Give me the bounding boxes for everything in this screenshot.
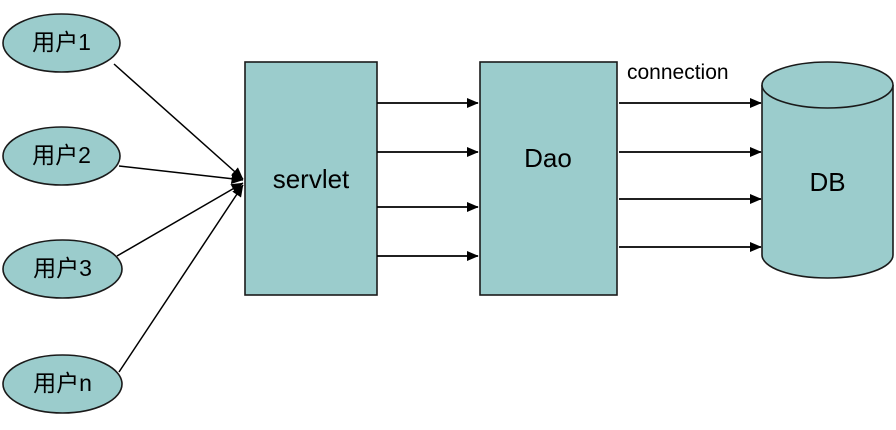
client-node-3[interactable]: 用户3 (2, 239, 123, 299)
client-label-1: 用户1 (32, 29, 91, 55)
db-label: DB (809, 167, 845, 197)
servlet-rect (244, 61, 378, 296)
client-node-2[interactable]: 用户2 (2, 126, 121, 186)
db-node[interactable]: DB (761, 61, 894, 279)
db-cylinder-body (762, 85, 893, 278)
connection-edge-label: connection (627, 61, 729, 84)
servlet-node[interactable]: servlet (244, 61, 378, 296)
dao-node[interactable]: Dao (479, 61, 618, 296)
client-label-2: 用户2 (32, 142, 91, 168)
client-ellipse-1 (2, 13, 121, 73)
client-node-4[interactable]: 用户n (2, 354, 123, 414)
dao-label: Dao (524, 143, 572, 173)
edges-dao-to-db (619, 97, 762, 253)
client-label-3: 用户3 (33, 255, 92, 281)
edge-client3-to-servlet (116, 182, 244, 257)
db-cylinder-side-outline (761, 85, 894, 279)
client-node-1[interactable]: 用户1 (2, 13, 121, 73)
client-ellipse-4 (2, 354, 123, 414)
edge-client1-to-servlet (113, 63, 244, 180)
client-ellipse-3 (2, 239, 123, 299)
servlet-label: servlet (273, 164, 350, 194)
client-ellipse-2 (2, 126, 121, 186)
client-label-4: 用户n (33, 370, 92, 396)
edges-clients-to-servlet (113, 63, 244, 373)
edges-servlet-to-dao (377, 97, 479, 262)
edge-client4-to-servlet (118, 184, 244, 373)
edge-client2-to-servlet (118, 165, 244, 184)
dao-rect (479, 61, 618, 296)
db-cylinder-top (761, 61, 894, 109)
